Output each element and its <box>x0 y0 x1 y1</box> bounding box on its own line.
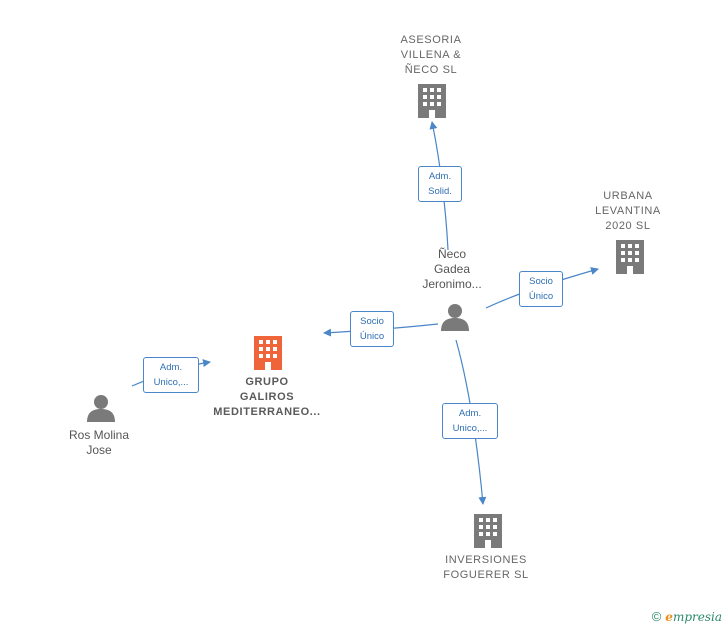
node-label-ros[interactable]: Ros Molina Jose <box>68 428 130 457</box>
person-icon-ros <box>87 395 115 422</box>
node-label-inversiones[interactable]: INVERSIONES FOGUERER SL <box>443 554 529 581</box>
building-icon-asesoria <box>418 84 446 118</box>
edge-label-neco-grupo: Socio Único <box>350 311 394 347</box>
edge-label-neco-inversiones: Adm. Unico,... <box>442 403 498 439</box>
building-icon-grupo <box>254 336 282 370</box>
brand-initial: e <box>665 610 673 624</box>
node-label-urbana[interactable]: URBANA LEVANTINA 2020 SL <box>595 190 661 232</box>
edge-label-neco-asesoria: Adm. Solid. <box>418 166 462 202</box>
building-icon-inversiones <box>474 514 502 548</box>
node-label-asesoria[interactable]: ASESORIA VILLENA & ÑECO SL <box>400 34 462 76</box>
edge-label-neco-urbana: Socio Único <box>519 271 563 307</box>
node-label-neco[interactable]: Ñeco Gadea Jeronimo... <box>422 247 482 291</box>
copyright-symbol: © <box>651 609 662 624</box>
empresia-watermark: ©empresia <box>652 609 722 624</box>
brand-name: mpresia <box>672 610 722 624</box>
building-icon-urbana <box>616 240 644 274</box>
edge-label-ros-grupo: Adm. Unico,... <box>143 357 199 393</box>
node-label-grupo[interactable]: GRUPO GALIROS MEDITERRANEO... <box>213 376 321 418</box>
person-icon-neco <box>441 304 469 331</box>
